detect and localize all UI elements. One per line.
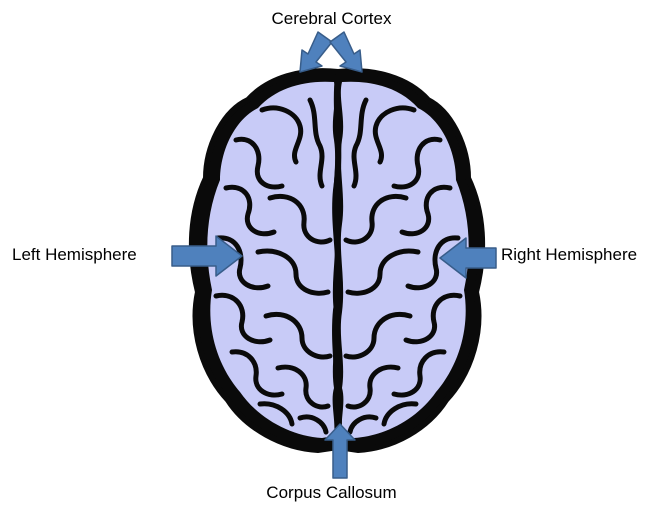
- right-hemisphere-label: Right Hemisphere: [501, 245, 637, 265]
- corpus-callosum-label: Corpus Callosum: [0, 483, 663, 503]
- cortex-arrow-right: [330, 32, 362, 72]
- cortex-arrow-left: [300, 32, 332, 72]
- cerebral-cortex-label: Cerebral Cortex: [0, 9, 663, 29]
- left-hemisphere-label: Left Hemisphere: [12, 245, 137, 265]
- longitudinal-fissure: [335, 76, 339, 446]
